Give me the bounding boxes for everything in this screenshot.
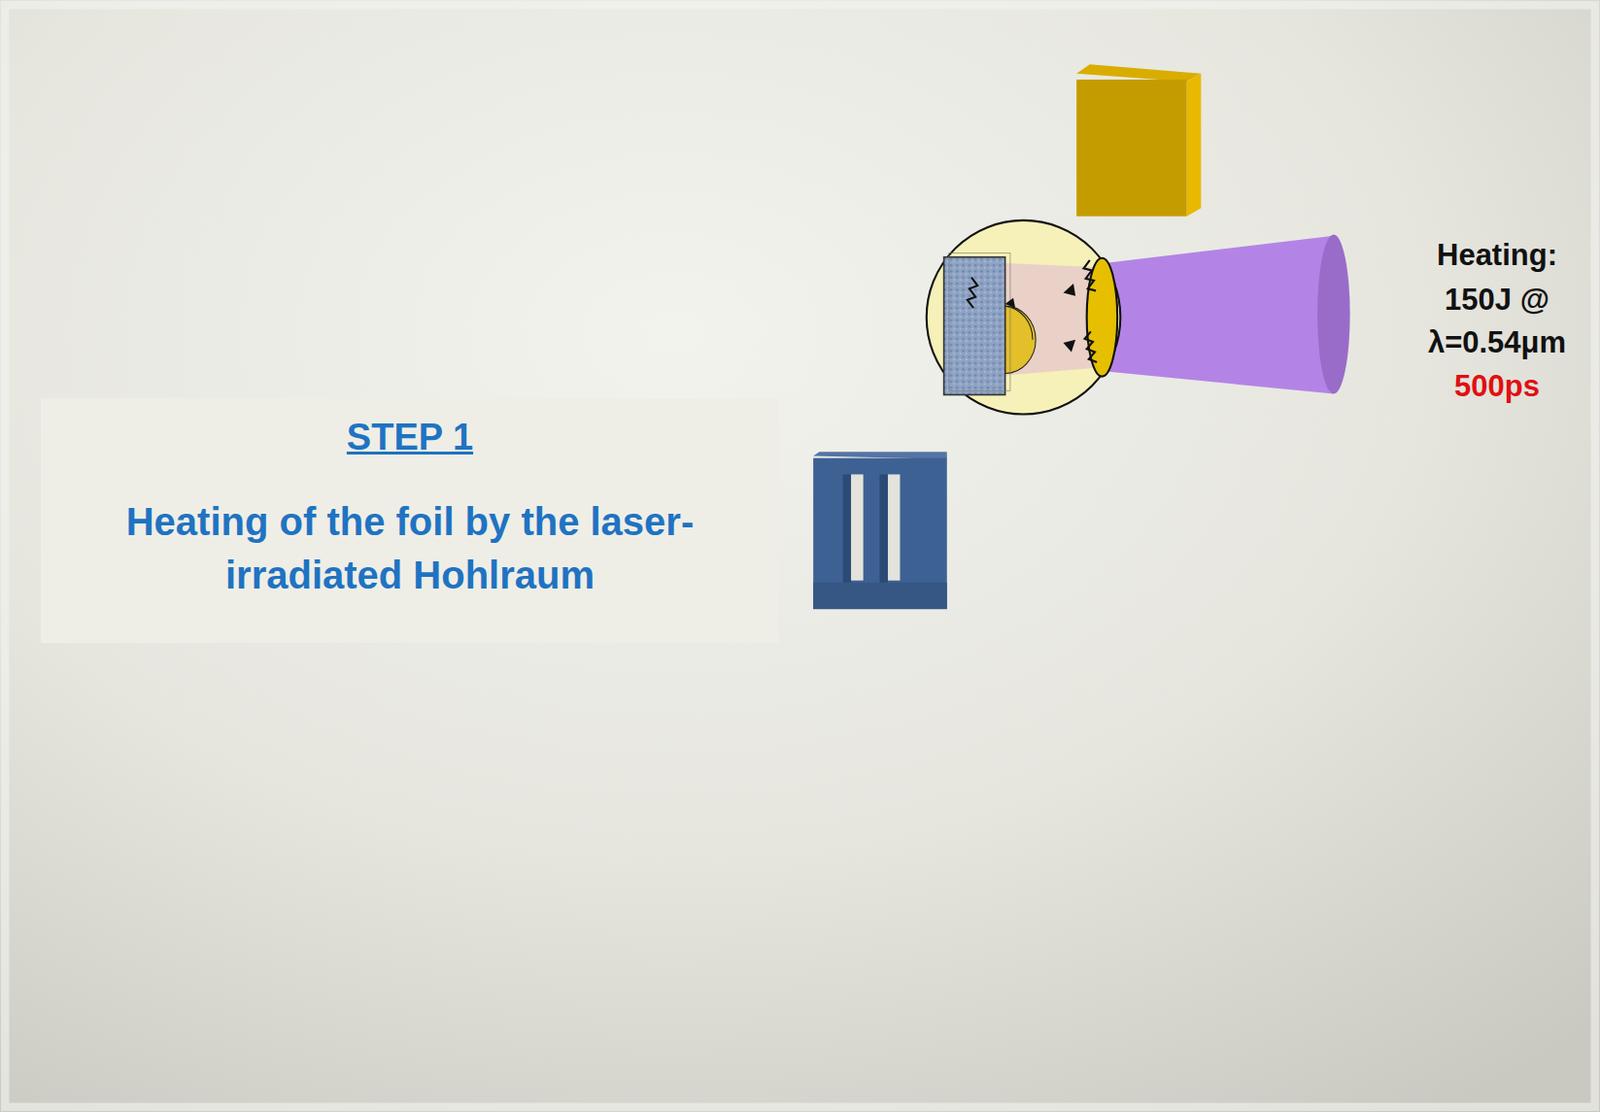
step-description: Heating of the foil by the laser-irradia… xyxy=(60,495,760,603)
energy-label: 150J @ xyxy=(1444,284,1550,315)
slit-array xyxy=(813,451,948,610)
hohlraum-target xyxy=(926,220,1122,415)
step-heading: STEP 1 xyxy=(346,415,474,461)
wavelength-label: λ=0.54μm xyxy=(1428,327,1566,358)
frame xyxy=(4,4,1595,1107)
laser-cone xyxy=(1104,235,1351,395)
duration-label: 500ps xyxy=(1454,371,1540,402)
step-panel: STEP 1 Heating of the foil by the laser-i… xyxy=(40,398,780,644)
gold-block xyxy=(1076,64,1201,217)
heating-label: Heating: xyxy=(1436,239,1558,271)
